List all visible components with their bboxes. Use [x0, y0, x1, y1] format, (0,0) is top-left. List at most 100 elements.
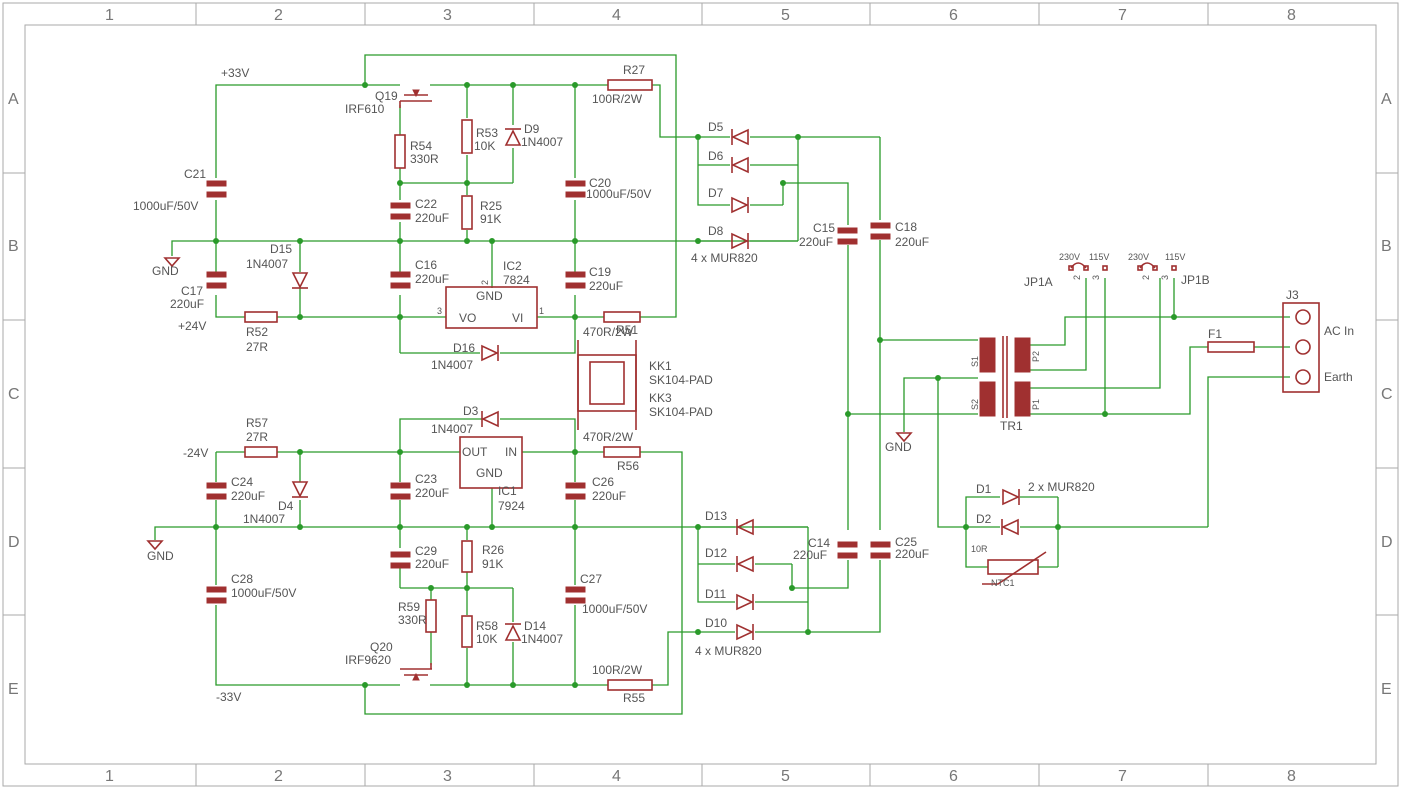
label-kk1: KK1 — [649, 359, 672, 373]
cap-c14-plate1 — [837, 541, 858, 548]
diode-d14 — [504, 623, 522, 641]
label-d14-value: 1N4007 — [521, 632, 563, 646]
cap-c28-plate1 — [206, 586, 227, 593]
col-label-5-bottom: 5 — [781, 768, 790, 785]
resistor-r54 — [394, 134, 406, 169]
cap-c28-plate2 — [206, 597, 227, 604]
label-ic2: IC2 — [503, 259, 522, 273]
label-d3: D3 — [463, 404, 479, 418]
cap-c18-plate1 — [870, 222, 891, 229]
label-d12: D12 — [705, 546, 727, 560]
label-c19: C19 — [589, 265, 611, 279]
diode-d12 — [736, 555, 754, 573]
cap-c26-plate1 — [565, 482, 586, 489]
cap-c14-plate2 — [837, 552, 858, 559]
label-c29-value: 220uF — [415, 557, 449, 571]
cap-c24-plate1 — [206, 482, 227, 489]
label-d15-value: 1N4007 — [246, 257, 288, 271]
ground-symbol-transformer — [895, 432, 913, 443]
cap-c20-plate2 — [565, 191, 586, 198]
label-jp1b-pin3: 3 — [1160, 275, 1170, 280]
cap-c27-plate1 — [565, 586, 586, 593]
label-c20-value: 1000uF/50V — [586, 187, 651, 201]
label-jp1a-pin3: 3 — [1091, 275, 1101, 280]
label-r27-value: 100R/2W — [592, 92, 643, 106]
label-r25-value: 91K — [480, 212, 501, 226]
label-c26: C26 — [592, 475, 614, 489]
resistor-r59 — [425, 599, 437, 633]
label-r55-value: 100R/2W — [592, 663, 643, 677]
label-ic2-vo: VO — [459, 311, 476, 325]
resistor-r27 — [607, 79, 653, 91]
label-d2: D2 — [976, 512, 992, 526]
text-labels: +33V -33V +24V -24V GND GND GND Q19 IRF6… — [133, 63, 1354, 705]
cap-c21-plate2 — [206, 191, 227, 198]
diode-d1 — [1002, 488, 1020, 506]
label-r55: R55 — [623, 691, 645, 705]
label-r51-value-visible: 470R/2W — [583, 325, 634, 339]
diode-d2 — [1001, 518, 1019, 536]
label-mur-top: 4 x MUR820 — [691, 251, 758, 265]
col-label-3: 3 — [443, 7, 452, 24]
label-r26-value: 91K — [482, 557, 503, 571]
label-c14-value: 220uF — [793, 548, 827, 562]
label-jp1a-pin2: 2 — [1072, 275, 1082, 280]
label-j3: J3 — [1286, 288, 1299, 302]
label-c15-value: 220uF — [799, 235, 833, 249]
label-r25: R25 — [480, 199, 502, 213]
cap-c15-plate2 — [837, 238, 858, 245]
cap-c19-plate1 — [565, 271, 586, 278]
label-c14: C14 — [808, 536, 830, 550]
label-q19-value: IRF610 — [345, 102, 385, 116]
col-label-4: 4 — [612, 7, 621, 24]
cap-c23-plate1 — [390, 482, 411, 489]
diode-d11 — [736, 593, 754, 611]
label-c27: C27 — [580, 572, 602, 586]
label-r27: R27 — [623, 63, 645, 77]
label-c25: C25 — [895, 535, 917, 549]
diode-d6 — [731, 156, 749, 174]
label-d5: D5 — [708, 120, 724, 134]
label-c28: C28 — [231, 572, 253, 586]
resistor-r57 — [244, 446, 278, 458]
label-r56: R56 — [617, 459, 639, 473]
cap-c16-plate1 — [390, 271, 411, 278]
label-d16-value: 1N4007 — [431, 358, 473, 372]
label-c27-value: 1000uF/50V — [582, 602, 647, 616]
resistor-r51 — [603, 311, 641, 323]
label-jp1b-pin2: 2 — [1141, 275, 1151, 280]
label-d4-value: 1N4007 — [243, 512, 285, 526]
label-c20: C20 — [589, 176, 611, 190]
label-s2: S2 — [970, 399, 980, 410]
cap-c22-plate1 — [390, 202, 411, 209]
cap-c20-plate1 — [565, 180, 586, 187]
label-c18-value: 220uF — [895, 235, 929, 249]
label-c18: C18 — [895, 220, 917, 234]
label-c21: C21 — [184, 167, 206, 181]
label-d4: D4 — [278, 499, 294, 513]
row-label-b: B — [8, 238, 19, 255]
row-label-b-right: B — [1381, 238, 1392, 255]
label-d15: D15 — [270, 242, 292, 256]
label-c17: C17 — [181, 284, 203, 298]
cap-c22-plate2 — [390, 213, 411, 220]
mosfet-q20 — [400, 663, 432, 681]
label-d3-value: 1N4007 — [431, 422, 473, 436]
label-r52-value: 27R — [246, 340, 268, 354]
label-r57-value: 27R — [246, 430, 268, 444]
label-c28-value: 1000uF/50V — [231, 586, 296, 600]
label-d8: D8 — [708, 224, 724, 238]
label-c24: C24 — [231, 475, 253, 489]
cap-c25-plate1 — [870, 541, 891, 548]
cap-c25-plate2 — [870, 552, 891, 559]
label-earth: Earth — [1324, 370, 1353, 384]
label-r56-value: 470R/2W — [583, 430, 634, 444]
col-label-8-bottom: 8 — [1287, 768, 1296, 785]
col-label-3-bottom: 3 — [443, 768, 452, 785]
row-label-a: A — [8, 91, 19, 108]
label-ic1: IC1 — [498, 484, 517, 498]
cap-c18-plate2 — [870, 233, 891, 240]
label-d11: D11 — [705, 587, 726, 601]
